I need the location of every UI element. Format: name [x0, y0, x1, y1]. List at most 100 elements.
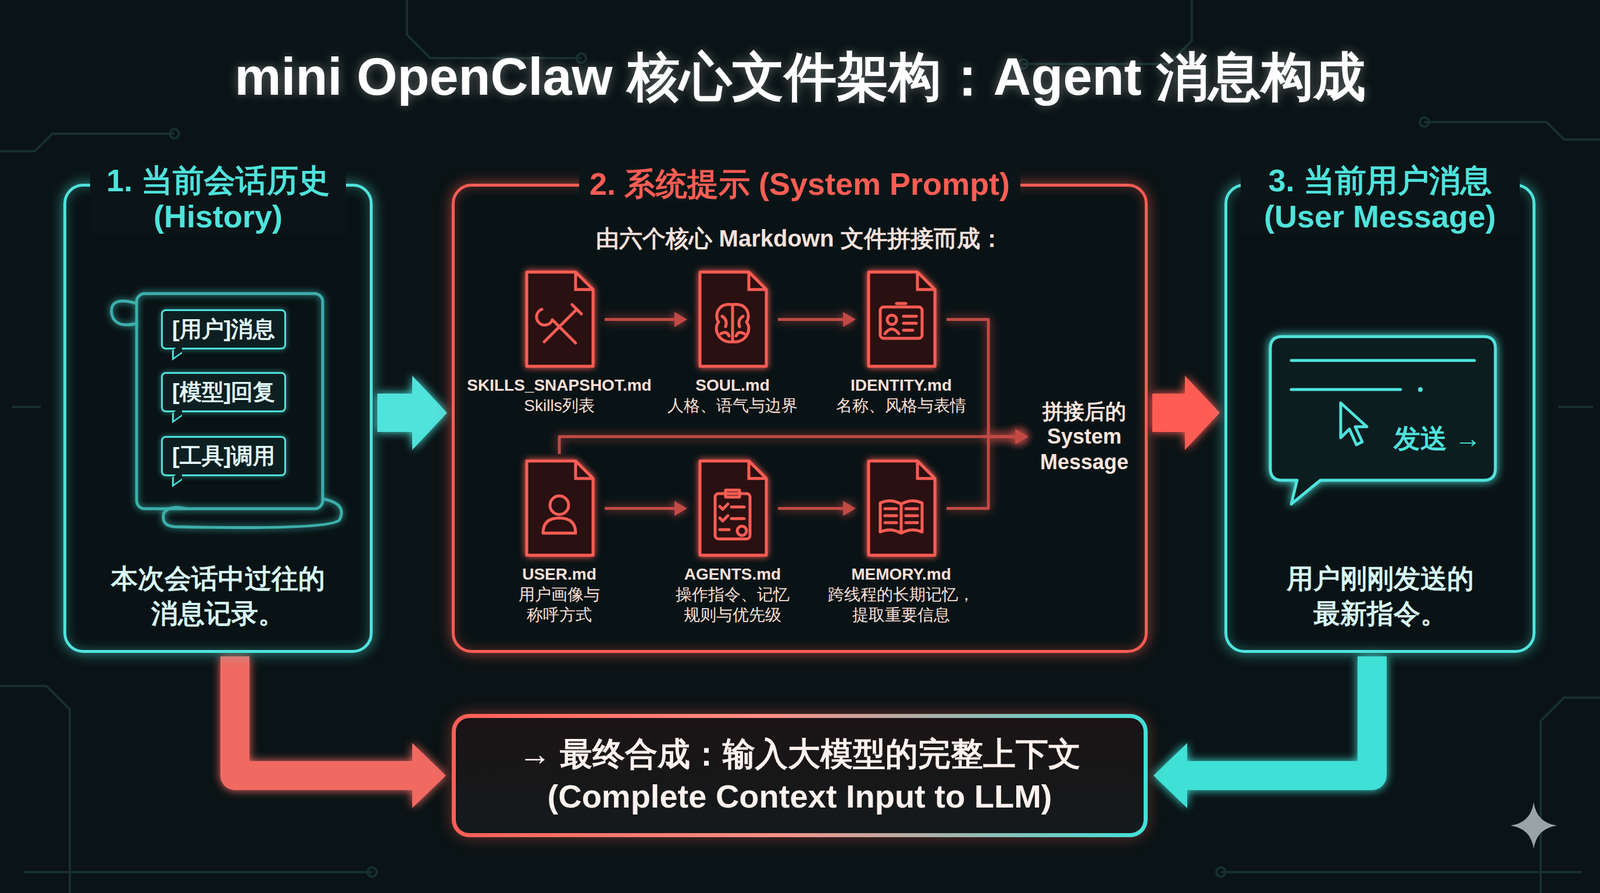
panel-heading-holder: 2. 系统提示 (System Prompt)	[454, 165, 1145, 202]
file-node: MEMORY.md跨线程的长期记忆， 提取重要信息	[860, 457, 942, 560]
file-glyph	[715, 490, 750, 539]
file-outline	[700, 272, 767, 367]
file-glyph	[880, 303, 923, 339]
glyph-stroke	[715, 493, 750, 539]
title-holder: mini OpenClaw 核心文件架构：Agent 消息构成	[0, 41, 1600, 113]
file-name: MEMORY.md	[773, 563, 1030, 585]
file-node: USER.md用户画像与 称呼方式	[518, 457, 600, 560]
send-holder: 发送 →	[1393, 420, 1482, 457]
bubble-node: 发送 →	[1268, 334, 1498, 483]
file-name: IDENTITY.md	[773, 375, 1030, 396]
panel-heading: 2. 系统提示 (System Prompt)	[579, 165, 1021, 202]
panel-body-holder: 用户刚刚发送的 最新指令。	[1227, 561, 1533, 632]
file-fold	[575, 461, 594, 479]
glyph-stroke	[887, 315, 897, 325]
subheading-holder: 由六个核心 Markdown 文件拼接而成：	[454, 222, 1145, 255]
file-glyph	[543, 495, 576, 534]
panel-heading: 3. 当前用户消息 (User Message)	[1240, 162, 1520, 235]
file-description: 操作指令、记忆 规则与优先级	[673, 584, 793, 625]
title: mini OpenClaw 核心文件架构：Agent 消息构成	[0, 41, 1600, 113]
file-description: Skills列表	[431, 395, 688, 416]
connector-line	[1187, 656, 1373, 776]
panel-description: 用户刚刚发送的 最新指令。	[1281, 561, 1480, 632]
glyph-stroke	[737, 526, 747, 536]
file-name: USER.md	[431, 563, 688, 585]
file-fold	[748, 461, 767, 479]
file-node: AGENTS.md操作指令、记忆 规则与优先级	[691, 457, 774, 560]
final-subheading: (Complete Context Input to LLM)	[547, 775, 1053, 819]
glyph-stroke	[880, 500, 923, 534]
file-icon	[860, 457, 942, 560]
panel-body-holder: 本次会话中过往的 消息记录。	[66, 561, 370, 632]
panel-heading: 1. 当前会话历史 (History)	[90, 162, 346, 235]
file-description: 用户画像与 称呼方式	[512, 584, 606, 625]
tag-node: [模型]回复	[161, 372, 287, 413]
file-node: SOUL.md人格、语气与边界	[691, 268, 774, 371]
glyph-stroke	[884, 303, 917, 334]
panel-heading-holder: 1. 当前会话历史 (History)	[66, 162, 370, 235]
file-description: 人格、语气与边界	[604, 395, 861, 416]
connector-line	[377, 393, 413, 432]
file-name: SOUL.md	[604, 375, 861, 396]
glyph-stroke	[543, 518, 576, 534]
connector-line	[234, 656, 413, 776]
tag-node: [工具]调用	[161, 436, 287, 477]
file-label-holder: SOUL.md人格、语气与边界	[604, 375, 861, 416]
file-node: SKILLS_SNAPSHOT.mdSkills列表	[518, 268, 600, 371]
file-description: 名称、风格与表情	[773, 395, 1030, 416]
final-heading: → 最终合成：输入大模型的完整上下文	[518, 733, 1082, 776]
connector-line	[1152, 393, 1185, 432]
file-outline	[526, 272, 594, 367]
panel-node: 3. 当前用户消息 (User Message)用户刚刚发送的 最新指令。发送 …	[1224, 183, 1536, 653]
file-label-holder: MEMORY.md跨线程的长期记忆， 提取重要信息	[773, 563, 1030, 625]
glyph-stroke	[544, 304, 582, 342]
file-icon	[518, 268, 600, 371]
file-outline	[700, 461, 767, 556]
panel-node: 2. 系统提示 (System Prompt)由六个核心 Markdown 文件…	[451, 183, 1148, 653]
input-lines	[1291, 360, 1475, 390]
sparkle-watermark	[1510, 802, 1557, 849]
cursor-icon	[1340, 402, 1367, 445]
message-tag: [模型]回复	[172, 377, 275, 407]
file-node: IDENTITY.md名称、风格与表情	[860, 268, 942, 371]
panel-node: 1. 当前会话历史 (History)本次会话中过往的 消息记录。[用户]消息[…	[63, 183, 373, 653]
glyph-stroke	[719, 490, 745, 530]
file-fold	[917, 272, 935, 290]
file-icon	[860, 268, 942, 371]
connector	[1152, 375, 1220, 450]
file-label-holder: SKILLS_SNAPSHOT.mdSkills列表	[431, 375, 688, 416]
arrow-head	[412, 743, 446, 809]
file-glyph	[716, 304, 749, 343]
input-dot	[1418, 387, 1423, 392]
file-glyph	[880, 500, 923, 534]
file-outline	[868, 461, 935, 556]
send-button-text: 发送 →	[1393, 420, 1482, 457]
file-icon	[691, 457, 774, 560]
glyph-stroke	[550, 495, 569, 515]
file-label-holder: IDENTITY.md名称、风格与表情	[773, 375, 1030, 416]
panel-heading-holder: 3. 当前用户消息 (User Message)	[1227, 162, 1533, 235]
file-name: SKILLS_SNAPSHOT.md	[431, 375, 688, 396]
file-outline	[868, 272, 935, 367]
file-icon	[691, 268, 774, 371]
file-fold	[917, 461, 935, 479]
file-icon	[518, 457, 600, 560]
panel-description: 本次会话中过往的 消息记录。	[107, 561, 329, 632]
bubble-outline	[1270, 336, 1496, 505]
chat-bubble	[1268, 334, 1498, 509]
connector	[377, 375, 448, 450]
arrow-head	[1184, 375, 1220, 450]
panel-subheading: 由六个核心 Markdown 文件拼接而成：	[595, 222, 1003, 255]
file-outline	[526, 461, 594, 556]
file-label-holder: AGENTS.md操作指令、记忆 规则与优先级	[604, 563, 861, 625]
file-fold	[575, 272, 594, 290]
glyph-stroke	[716, 304, 749, 343]
connector	[1153, 656, 1373, 809]
plain-node: 拼接后的 System Message	[1030, 395, 1139, 478]
file-label-holder: USER.md用户画像与 称呼方式	[431, 563, 688, 625]
file-name: AGENTS.md	[604, 563, 861, 585]
file-fold	[748, 272, 767, 290]
file-glyph	[536, 304, 582, 344]
